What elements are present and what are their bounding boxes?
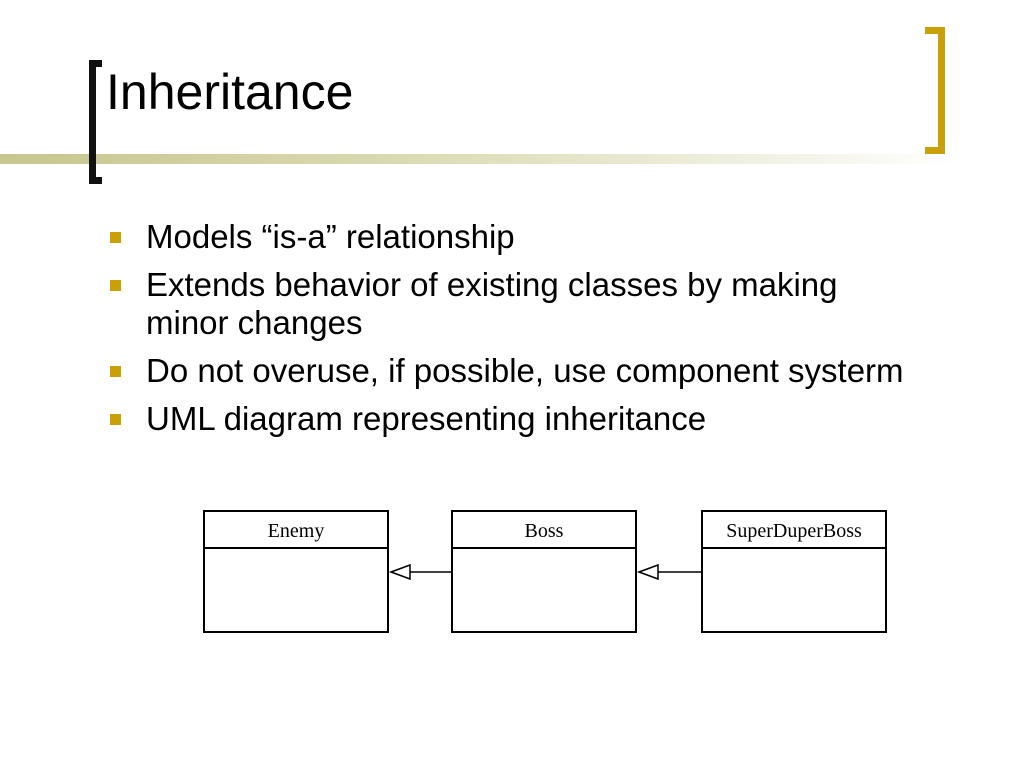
bullet-item: Do not overuse, if possible, use compone… — [110, 352, 910, 390]
bullet-text: UML diagram representing inheritance — [146, 400, 707, 437]
bullet-text: Extends behavior of existing classes by … — [146, 266, 838, 341]
square-bullet-icon — [110, 366, 121, 377]
inheritance-arrow-boss-to-enemy — [388, 563, 452, 581]
bullet-list: Models “is-a” relationship Extends behav… — [110, 218, 910, 448]
left-bracket-decoration — [89, 60, 102, 184]
title-underline — [0, 154, 960, 164]
bullet-item: Extends behavior of existing classes by … — [110, 266, 910, 342]
uml-class-name: Enemy — [268, 520, 325, 542]
bullet-item: UML diagram representing inheritance — [110, 400, 910, 438]
bullet-item: Models “is-a” relationship — [110, 218, 910, 256]
slide-title: Inheritance — [106, 64, 354, 120]
right-bracket-decoration — [925, 27, 945, 154]
uml-class-superduperboss: SuperDuperBoss — [701, 510, 887, 633]
square-bullet-icon — [110, 280, 121, 291]
uml-class-name: SuperDuperBoss — [726, 520, 862, 542]
bullet-text: Do not overuse, if possible, use compone… — [146, 352, 904, 389]
uml-class-enemy: Enemy — [203, 510, 389, 633]
square-bullet-icon — [110, 232, 121, 243]
inheritance-arrow-superduperboss-to-boss — [636, 563, 702, 581]
uml-class-boss: Boss — [451, 510, 637, 633]
bullet-text: Models “is-a” relationship — [146, 218, 515, 255]
square-bullet-icon — [110, 414, 121, 425]
uml-class-name: Boss — [525, 520, 564, 542]
